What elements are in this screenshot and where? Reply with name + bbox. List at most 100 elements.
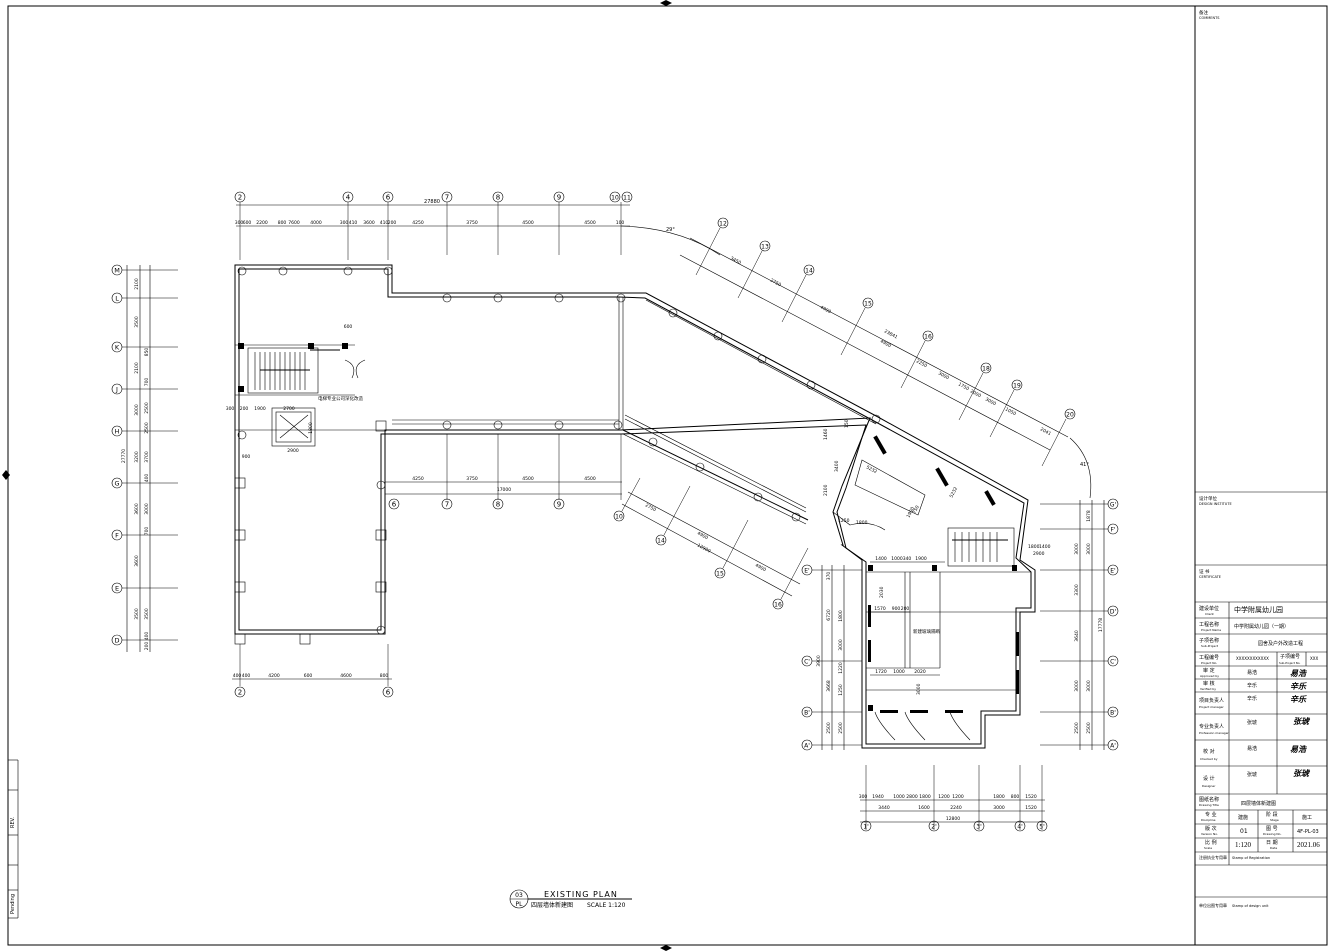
grid-label: D' (1110, 609, 1117, 616)
dim: 600 (243, 220, 252, 226)
dim: 3750 (466, 476, 478, 482)
top-dimensions: 27880 300 600 2200 800 7600 4000 300 410… (235, 199, 721, 256)
dim: 1050 (1004, 406, 1017, 417)
version-label-cn: 版 次 (1205, 825, 1217, 832)
grid-label: 16 (924, 334, 932, 341)
revision-stamp: REV. Pending (8, 759, 19, 919)
left-grid-axis: M L K J H G F E D (111, 264, 178, 652)
grid-label: 5' (1039, 824, 1045, 831)
dim: 200 (388, 220, 397, 226)
checked-name: 易浩 (1247, 745, 1257, 752)
drawing-title-label-cn: 图纸名称 (1199, 796, 1219, 803)
dim: 400 (233, 673, 242, 679)
dim: 800 (380, 673, 389, 679)
dim: 3500 (134, 316, 140, 328)
dim: 2500 (1074, 722, 1080, 734)
certificate-en: CERTIFICATE (1199, 575, 1221, 579)
dim: 3668 (826, 680, 832, 692)
dim: 4600 (340, 673, 352, 679)
version-label-en: Version No. (1201, 832, 1218, 836)
grid-label: 4 (346, 194, 351, 202)
drawing-title-cn: 四层墙体新建图 (531, 901, 573, 909)
dim: 4500 (522, 476, 534, 482)
project-no-label-cn: 工程编号 (1199, 654, 1219, 661)
dim: 3700 (144, 451, 150, 463)
grid-label: 18 (982, 366, 990, 373)
interior-dimensions: 1400 1000 340 1900 1570 900 200 1720 100… (226, 324, 1051, 695)
grid-bubble (492, 498, 504, 510)
dim: 1720 (875, 669, 887, 675)
pending-label: Pending (10, 894, 16, 914)
dim: 3450 (729, 255, 742, 266)
date-label-en: Date (1270, 846, 1277, 850)
dim: 1600 (918, 805, 930, 811)
dim: 4900 (819, 304, 832, 315)
dim: 2100 (134, 362, 140, 374)
verified-label-cn: 审 核 (1203, 680, 1215, 687)
dim: 2250 (915, 358, 928, 369)
grid-bubble (862, 297, 874, 309)
dim: 2900 (287, 448, 299, 454)
drawing-title-en: EXISTING PLAN (544, 890, 618, 899)
dim: 300 (340, 220, 349, 226)
project-no-label-en: Project No. (1201, 661, 1217, 665)
diagonal-grid-upper: 12 13 14 15 16 18 19 20 3450 2750 4 (679, 217, 1092, 499)
dim-total: 12900 (696, 542, 712, 554)
designer-label-cn: 设 计 (1203, 775, 1215, 782)
sheet-border (7, 5, 1328, 946)
dim: 1000 (891, 556, 903, 562)
elevator-note: 电梯专业公司深化改造 (318, 395, 363, 402)
dim: 4250 (412, 220, 424, 226)
approved-label-cn: 审 定 (1203, 667, 1215, 674)
dim-total: 12800 (946, 816, 960, 822)
grid-label: A' (1110, 743, 1116, 750)
grid-label: J (115, 386, 118, 394)
dim: 1200 (952, 794, 964, 800)
grid-label: G' (1110, 502, 1117, 509)
grid-label: K (115, 344, 120, 352)
elevator-shaft (271, 407, 316, 447)
drawing-no-label-en: Drawing No. (1263, 832, 1281, 836)
dim: 1250 (838, 518, 850, 524)
design-unit-en: DESIGN INSTITUTE (1199, 502, 1232, 506)
right-block-west-grid: E' C' B' A' 370 6720 3900 3668 2500 2500… (801, 564, 862, 751)
grid-label: 15 (716, 571, 724, 578)
stage-label-cn: 阶 段 (1266, 811, 1278, 818)
grid-label: M (114, 267, 120, 275)
grid-bubble (860, 820, 872, 832)
dim: 4200 (268, 673, 280, 679)
grid-label: A' (804, 743, 810, 750)
dim: 4500 (584, 476, 596, 482)
drawing-number: 03 (515, 892, 523, 899)
dim: 3000 (134, 404, 140, 416)
dim: 300 (859, 794, 868, 800)
drawing-sheet: PL (516, 901, 524, 908)
approved-signature: 易浩 (1290, 669, 1307, 678)
dim: 400 (242, 673, 251, 679)
grid-label: L (115, 295, 119, 303)
grid-label: 7 (445, 194, 449, 202)
dim: 2500 (826, 722, 832, 734)
grid-label: 14 (657, 538, 665, 545)
drawing-no-label-cn: 图 号 (1266, 826, 1278, 832)
dim: 200 (901, 606, 910, 612)
grid-bubble (441, 498, 453, 510)
dim: 800 (278, 220, 287, 226)
dim: 700 (144, 378, 150, 387)
dim: 2100 (823, 484, 829, 496)
dim: 400 (144, 474, 150, 483)
grid-bubble (1011, 379, 1023, 391)
dim: 3000 (993, 805, 1005, 811)
center-mark-top (660, 0, 672, 6)
grid-bubble (803, 264, 815, 276)
checked-label-en: Checked by (1200, 757, 1218, 761)
grid-bubble (714, 567, 726, 579)
drawing-scale: SCALE 1:120 (587, 902, 626, 909)
grid-bubble (382, 686, 394, 698)
grid-label: 10 (615, 514, 623, 521)
dim: 1800 (993, 794, 1005, 800)
grid-bubble (553, 498, 565, 510)
dim: 1750 (957, 381, 970, 392)
design-unit-cn: 设计单位 (1199, 495, 1217, 502)
grid-bubble (973, 820, 985, 832)
